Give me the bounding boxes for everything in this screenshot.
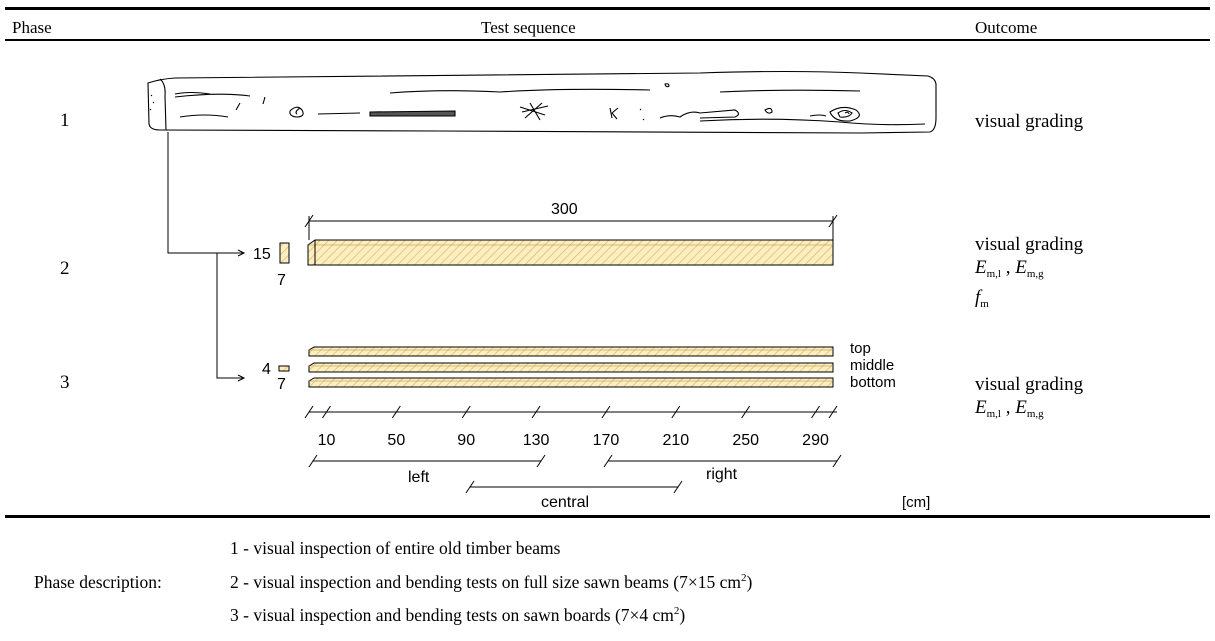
zone-left [308, 454, 546, 468]
board-label-bottom: bottom [850, 374, 896, 391]
board-cross-section [278, 365, 290, 372]
closing-paren: ) [679, 605, 686, 625]
board-bottom [308, 377, 834, 388]
outcome-visual-grading: visual grading [975, 111, 1084, 132]
description-text: 3 - visual inspection and bending tests … [230, 605, 674, 625]
position-tick [322, 405, 331, 419]
header-test-sequence: Test sequence [481, 18, 576, 37]
position-label: 50 [387, 432, 405, 449]
closing-paren: ) [746, 572, 753, 592]
board-width-label: 7 [277, 376, 286, 393]
phase-description-line-3: 3 - visual inspection and bending tests … [230, 605, 685, 626]
position-label: 290 [802, 432, 829, 449]
position-tick [531, 405, 541, 419]
outcome-visual-grading: visual grading [975, 234, 1084, 255]
length-label: 300 [551, 201, 578, 218]
zone-label-right: right [706, 466, 738, 483]
phase-description-line-1: 1 - visual inspection of entire old timb… [230, 538, 560, 559]
superscript: 2 [740, 572, 747, 584]
outcome-moduli: Em,l , Em,g [975, 257, 1044, 280]
section-width-label: 7 [277, 272, 286, 289]
sawn-boards [308, 346, 834, 388]
header-rule [5, 39, 1210, 41]
outcome-phase-2: visual grading Em,l , Em,g fm [975, 233, 1083, 316]
unit-label: [cm] [902, 494, 930, 511]
position-tick [461, 405, 471, 419]
position-tick [671, 405, 681, 419]
old-timber-beam [147, 70, 937, 134]
position-tick [304, 405, 314, 419]
board-label-middle: middle [850, 357, 894, 374]
outcome-visual-grading: visual grading [975, 374, 1084, 395]
phase-number-3: 3 [60, 372, 70, 393]
zone-label-left: left [408, 469, 430, 486]
position-label: 10 [318, 432, 336, 449]
description-text: 2 - visual inspection and bending tests … [230, 572, 741, 592]
header-phase: Phase [12, 18, 52, 37]
position-label: 130 [523, 432, 550, 449]
phase-description-label: Phase description: [34, 572, 162, 592]
position-labels: 10 50 90 130 170 210 250 290 [318, 432, 829, 449]
position-label: 250 [732, 432, 759, 449]
position-tick [811, 405, 820, 419]
position-tick [601, 405, 611, 419]
zone-label-central: central [541, 494, 589, 511]
zone-right [603, 454, 842, 468]
description-text: 1 - visual inspection of entire old timb… [230, 538, 561, 558]
section-height-label: 15 [253, 246, 271, 263]
outcome-phase-1: visual grading [975, 110, 1083, 133]
board-middle [308, 362, 834, 373]
outcome-phase-3: visual grading Em,l , Em,g [975, 373, 1083, 426]
position-label: 210 [662, 432, 689, 449]
outcome-strength: fm [975, 287, 989, 310]
top-rule [5, 7, 1210, 10]
bottom-rule [5, 515, 1210, 518]
superscript: 2 [673, 605, 680, 617]
board-top [308, 346, 834, 357]
position-label: 90 [457, 432, 475, 449]
outcome-moduli: Em,l , Em,g [975, 397, 1044, 420]
phase-number-2: 2 [60, 258, 70, 279]
position-tick [741, 405, 751, 419]
board-label-top: top [850, 340, 871, 357]
position-label: 170 [593, 432, 620, 449]
position-tick [828, 405, 838, 419]
phase-description-line-2: 2 - visual inspection and bending tests … [230, 572, 752, 593]
header-outcome: Outcome [975, 18, 1038, 37]
beam-cross-section [279, 242, 290, 264]
sequence-connectors [167, 132, 246, 382]
length-dimension [304, 214, 838, 240]
position-ticks [304, 405, 838, 419]
position-tick [391, 405, 401, 419]
full-size-sawn-beam [307, 239, 834, 266]
zone-central [465, 480, 683, 494]
board-height-label: 4 [262, 361, 271, 378]
phase-number-1: 1 [60, 110, 70, 131]
